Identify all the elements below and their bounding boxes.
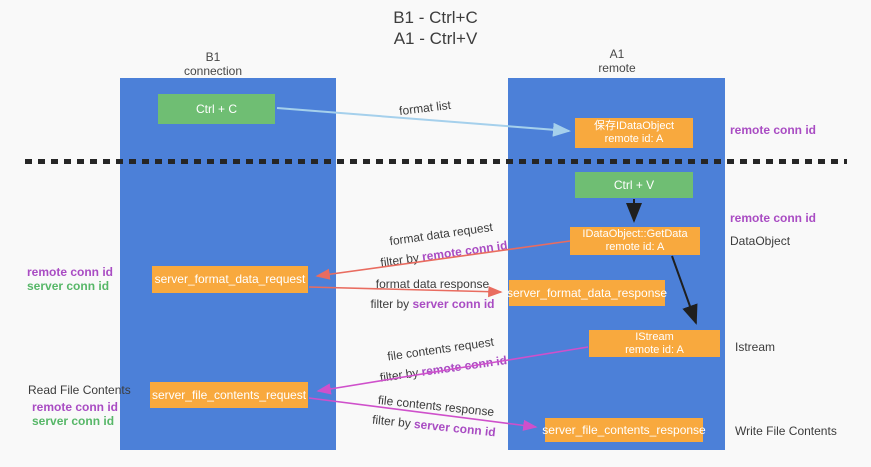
annotation-remote-conn-id-mid: remote conn id (730, 211, 817, 225)
edge-label-format-data-response-text: format data response (375, 277, 490, 291)
annotation-left2-server-conn-id: server conn id (32, 414, 115, 428)
node-server-file-contents-request: server_file_contents_request (150, 382, 308, 408)
node-istream: IStream remote id: A (589, 330, 720, 357)
edge-label-format-list: format list (398, 97, 452, 119)
lifeline-a1-title: A1 (609, 47, 625, 61)
title-line-2: A1 - Ctrl+V (393, 29, 478, 48)
node-server-format-data-response: server_format_data_response (506, 280, 668, 306)
filter-key-server-conn-id-2: server conn id (413, 416, 497, 440)
annotation-left2-remote-conn-id: remote conn id (32, 400, 119, 414)
node-save-idataobject-line2: remote id: A (604, 133, 664, 145)
annotation-read-file-contents: Read File Contents (28, 383, 131, 397)
annotation-dataobject: DataObject (730, 234, 791, 248)
node-istream-line1: IStream (635, 330, 674, 343)
filter-key-server-conn-id: server conn id (412, 297, 495, 311)
node-server-file-contents-response: server_file_contents_response (542, 418, 706, 442)
node-ctrl-v-label: Ctrl + V (613, 177, 655, 192)
node-server-file-contents-response-label: server_file_contents_response (542, 422, 706, 437)
edge-label-format-data-request: format data request filter by remote con… (363, 213, 522, 274)
node-save-idataobject: 保存IDataObject remote id: A (575, 118, 693, 148)
diagram-title: B1 - Ctrl+C A1 - Ctrl+V (0, 7, 871, 49)
node-server-file-contents-request-label: server_file_contents_request (151, 387, 307, 402)
node-server-format-data-request: server_format_data_request (152, 266, 308, 293)
annotation-left1-remote-conn-id: remote conn id (27, 265, 114, 279)
node-idataobject-getdata-line1: IDataObject::GetData (582, 228, 688, 240)
node-istream-line2: remote id: A (625, 343, 684, 356)
lifeline-header-b1: B1 connection (163, 50, 263, 78)
node-ctrl-v: Ctrl + V (575, 172, 693, 198)
node-ctrl-c: Ctrl + C (158, 94, 275, 124)
node-ctrl-c-label: Ctrl + C (195, 101, 237, 116)
edge-label-format-data-response: format data response filter by server co… (355, 274, 510, 314)
annotation-write-file-contents: Write File Contents (735, 424, 837, 438)
lifeline-b1-subtitle: connection (183, 64, 243, 78)
node-idataobject-getdata: IDataObject::GetData remote id: A (570, 227, 700, 255)
annotation-istream: Istream (735, 340, 776, 354)
node-idataobject-getdata-line2: remote id: A (605, 241, 665, 253)
node-save-idataobject-line1: 保存IDataObject (593, 120, 675, 132)
node-server-format-data-response-label: server_format_data_response (506, 285, 668, 300)
title-line-1: B1 - Ctrl+C (393, 8, 478, 27)
edge-label-format-data-response-filter: filter by server conn id (370, 297, 495, 311)
edge-label-file-contents-request: file contents request filter by remote c… (365, 329, 519, 389)
lifeline-a1-subtitle: remote (598, 61, 636, 75)
node-server-format-data-request-label: server_format_data_request (154, 272, 306, 286)
session-divider-line (25, 159, 847, 164)
lifeline-b1-title: B1 (205, 50, 221, 64)
annotation-left1-server-conn-id: server conn id (27, 279, 110, 293)
edge-label-file-contents-response: file contents response filter by server … (358, 388, 511, 443)
lifeline-header-a1: A1 remote (567, 47, 667, 75)
annotation-remote-conn-id-top: remote conn id (730, 123, 817, 137)
